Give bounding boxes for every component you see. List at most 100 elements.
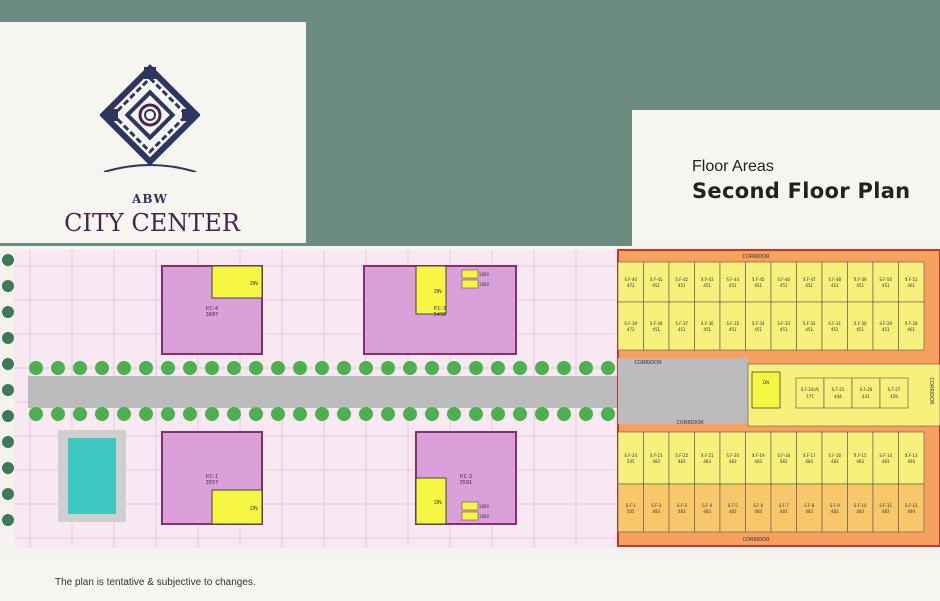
tree (95, 361, 109, 375)
shop-id: S.F-21 (701, 453, 714, 458)
shop-S.F-22 (668, 431, 695, 485)
shop-id: S.F-5 (728, 503, 739, 508)
shop-id: S.F-29 (879, 321, 892, 326)
shop-area: 483 (754, 509, 762, 514)
shop-S.F-50 (872, 261, 899, 303)
tree (293, 407, 307, 421)
shop-id: S.F-30 (854, 321, 867, 326)
tree (183, 407, 197, 421)
shop-S.F-44 (719, 261, 746, 303)
shop-S.F-27 (879, 377, 909, 409)
pool (68, 438, 116, 514)
lift-label-1: 1800 (479, 272, 490, 277)
shop-area: 505 (627, 459, 635, 464)
shop-area: 451 (780, 283, 788, 288)
palm (2, 436, 14, 448)
shop-area: 451 (805, 327, 813, 332)
tree (535, 407, 549, 421)
pool-area (58, 430, 126, 522)
shop-id: S.F-44 (726, 277, 739, 282)
shop-id: S.F-6 (753, 503, 764, 508)
stair-label-2: DN (434, 289, 442, 295)
title-big: Second Floor Plan (692, 179, 911, 203)
tree (29, 361, 43, 375)
shop-S.F-49 (847, 261, 874, 303)
palm (2, 384, 14, 396)
shop-area: 494 (907, 459, 915, 464)
stair-4 (415, 477, 447, 525)
tree (117, 407, 131, 421)
shop-area: 451 (754, 283, 762, 288)
shop-S.F-5 (719, 483, 746, 533)
shop-area: 451 (703, 327, 711, 332)
shop-S.F-23 (643, 431, 670, 485)
shop-id: S.F-7 (779, 503, 790, 508)
shop-S.F-26 (851, 377, 881, 409)
shop-S.F-2 (643, 483, 670, 533)
tree (205, 361, 219, 375)
shop-S.F-14 (872, 431, 899, 485)
shop-S.F-31 (821, 301, 848, 351)
shop-id: S.F-31 (828, 321, 841, 326)
block-label-1: P.C-4 (206, 306, 218, 312)
shop-S.F-13 (898, 431, 925, 485)
shop-area: 451 (652, 327, 660, 332)
shop-S.F-43 (694, 261, 721, 303)
stair-label-3: DN (250, 506, 258, 512)
shop-area: 451 (831, 283, 839, 288)
tree (139, 361, 153, 375)
palm (2, 306, 14, 318)
shop-area: 483 (703, 509, 711, 514)
shop-id: S.F-9 (830, 503, 841, 508)
tree (601, 407, 615, 421)
shop-id: S.F-34 (752, 321, 765, 326)
stair-label-4: DN (434, 500, 442, 506)
shop-id: S.F-22 (675, 453, 688, 458)
shop-id: S.F-26 (860, 387, 873, 392)
shop-S.F-38 (643, 301, 670, 351)
shop-area: 483 (703, 459, 711, 464)
shop-area: 459 (890, 394, 898, 399)
corridor-label-3: CORRIDOR (676, 420, 704, 426)
lift-label-3: 1800 (479, 504, 490, 509)
shop-area: 483 (652, 509, 660, 514)
shop-id: S.F-48 (828, 277, 841, 282)
shop-area: 483 (856, 509, 864, 514)
tree (403, 407, 417, 421)
shop-id: S.F-51 (905, 277, 918, 282)
tree (469, 407, 483, 421)
shop-S.F-46 (770, 261, 797, 303)
shop-id: S.F-41 (650, 277, 663, 282)
lift-label-4: 1800 (479, 514, 490, 519)
shop-id: S.F-10 (854, 503, 867, 508)
shop-S.F-24(A) (795, 377, 825, 409)
shop-id: S.F-15 (854, 453, 867, 458)
logo-panel: ABW CITY CENTER (0, 22, 306, 243)
shop-id: S.F-36 (701, 321, 714, 326)
block-label-2: P.C-3 (434, 306, 446, 312)
shop-id: S.F-49 (854, 277, 867, 282)
shop-complex: S.F-40472S.F-41451S.F-42451S.F-43451S.F-… (617, 249, 940, 547)
shop-area: 451 (805, 283, 813, 288)
shop-S.F-30 (847, 301, 874, 351)
tree (359, 361, 373, 375)
tree (425, 361, 439, 375)
corridor-label-2: CORRIDOR (634, 360, 662, 366)
shop-S.F-21 (694, 431, 721, 485)
block-area-1: 3687 (206, 312, 219, 318)
shop-id: S.F-11 (879, 503, 892, 508)
shop-S.F-6 (745, 483, 772, 533)
shop-id: S.F-8 (804, 503, 815, 508)
shop-area: 444 (834, 394, 842, 399)
shop-id: S.F-20 (726, 453, 739, 458)
shop-area: 472 (627, 327, 635, 332)
corridor-label-1: CORRIDOR (742, 254, 770, 260)
shop-area: 441 (862, 394, 870, 399)
tree (315, 407, 329, 421)
shop-S.F-39 (617, 301, 644, 351)
tree (579, 361, 593, 375)
shop-S.F-17 (796, 431, 823, 485)
tree (29, 407, 43, 421)
tree (469, 361, 483, 375)
shop-id: S.F-32 (803, 321, 816, 326)
